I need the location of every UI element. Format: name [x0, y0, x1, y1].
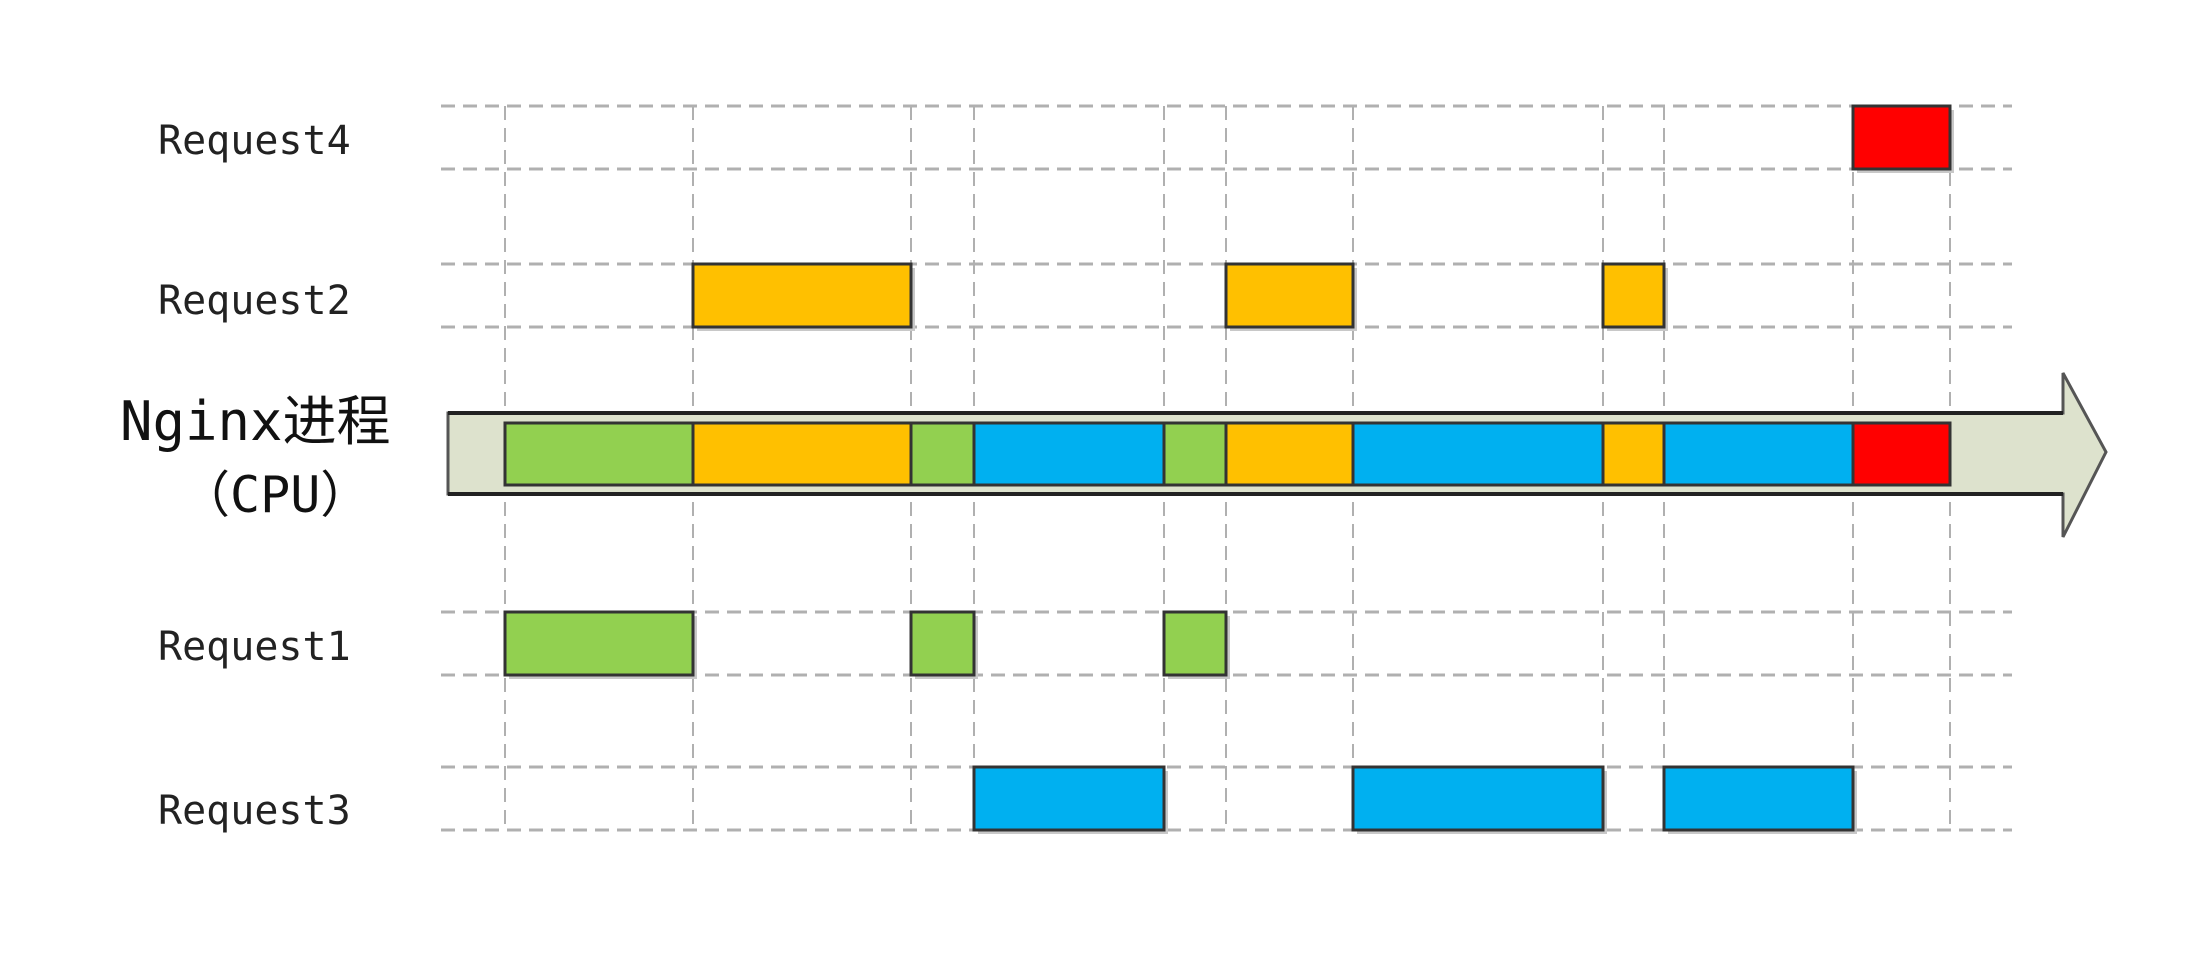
- lane-segment-request2: [1601, 262, 1666, 329]
- lane-label-request2: Request2: [158, 278, 351, 324]
- lane-segment-request3: [972, 765, 1166, 832]
- lane-segment-request1: [1162, 610, 1228, 677]
- cpu-segment-request3: [1351, 421, 1605, 487]
- lane-segment-request3: [1662, 765, 1855, 832]
- lane-segment-request1: [503, 610, 695, 677]
- request-segments: [503, 104, 1954, 834]
- cpu-segment-request2: [1601, 421, 1666, 487]
- lane-segment-request4: [1851, 104, 1952, 171]
- lane-segment-request1: [909, 610, 976, 677]
- lane-segment-request3: [1351, 765, 1605, 832]
- cpu-segment-request4: [1851, 421, 1952, 487]
- cpu-segment-request2: [1224, 421, 1355, 487]
- cpu-segment-request1: [1162, 421, 1228, 487]
- cpu-segments: [503, 421, 1952, 487]
- cpu-segment-request3: [1662, 421, 1855, 487]
- lane-label-request4: Request4: [158, 118, 351, 164]
- cpu-segment-request1: [909, 421, 976, 487]
- cpu-segment-request1: [503, 421, 695, 487]
- lane-label-request1: Request1: [158, 624, 351, 670]
- process-label-line2: （CPU）: [180, 466, 370, 524]
- cpu-segment-request2: [691, 421, 913, 487]
- lane-segment-request2: [1224, 262, 1355, 329]
- cpu-segment-request3: [972, 421, 1166, 487]
- lane-label-request3: Request3: [158, 788, 351, 834]
- lane-segment-request2: [691, 262, 913, 329]
- process-label-line1: Nginx进程: [120, 390, 391, 453]
